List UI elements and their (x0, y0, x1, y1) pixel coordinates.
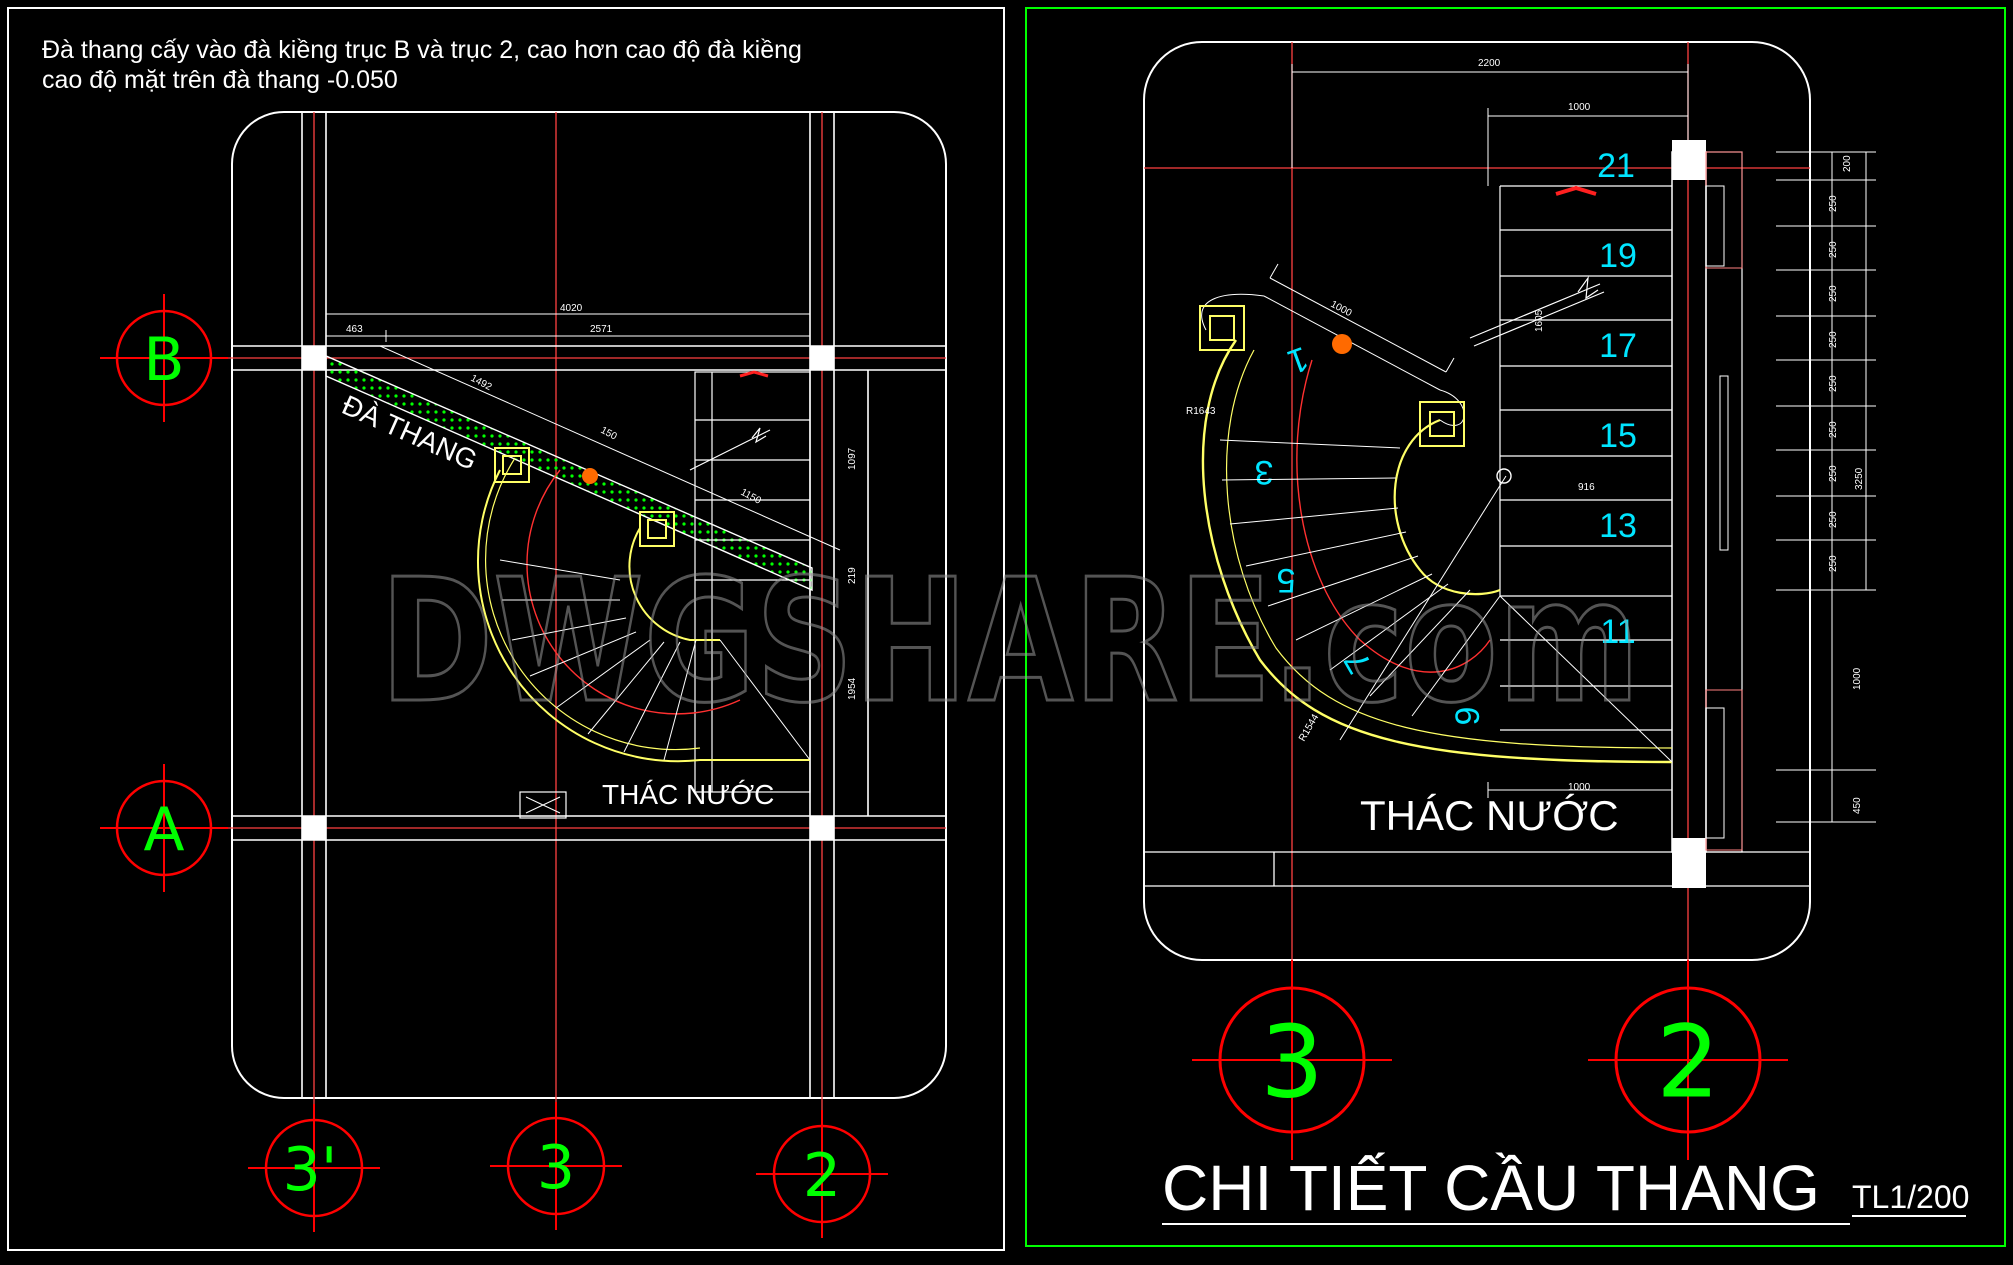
dim-463: 463 (346, 324, 363, 335)
right-dim-1000-top: 1000 (1568, 102, 1591, 113)
svg-text:250: 250 (1828, 465, 1839, 482)
step-11: 11 (1600, 613, 1635, 651)
drawing-title: CHI TIẾT CẦU THANG (1162, 1152, 1820, 1224)
right-dim-1000-bottom: 1000 (1568, 782, 1591, 793)
left-building-outline (231, 111, 947, 1099)
dim-2571: 2571 (590, 324, 613, 335)
dim-1150: 1150 (739, 487, 764, 507)
note-line-1: Đà thang cấy vào đà kiềng trục B và trục… (42, 36, 802, 64)
svg-text:250: 250 (1828, 511, 1839, 528)
left-sheet-frame (7, 7, 1005, 1251)
step-21: 21 (1597, 147, 1635, 185)
step-13: 13 (1599, 507, 1637, 545)
note-line-2: cao độ mặt trên đà thang -0.050 (42, 66, 398, 94)
left-waterfall-label: THÁC NƯỚC (602, 779, 774, 810)
step-15: 15 (1599, 417, 1637, 455)
step-1: 1 (1283, 339, 1314, 381)
right-wall (1671, 140, 1743, 888)
left-post-2 (639, 511, 675, 547)
svg-text:3': 3' (283, 1135, 338, 1205)
right-spiral-center (1496, 468, 1512, 484)
right-waterfall-label: THÁC NƯỚC (1360, 792, 1619, 839)
axis-bubble-b: B (100, 294, 228, 422)
svg-text:3: 3 (537, 1133, 575, 1203)
left-post-1 (494, 447, 530, 483)
step-3: 3 (1255, 453, 1274, 491)
axis-bubble-3prime: 3' (248, 1104, 380, 1232)
svg-text:250: 250 (1828, 421, 1839, 438)
axis-bubble-3-right: 3 (1192, 960, 1392, 1160)
right-building-outline (1143, 41, 1811, 961)
svg-text:250: 250 (1828, 285, 1839, 302)
drawing-scale: TL1/200 (1852, 1179, 1969, 1215)
dim-1097: 1097 (847, 447, 858, 470)
svg-text:B: B (143, 325, 184, 395)
right-dim-1605: 1605 (1534, 309, 1545, 332)
stair-beam-dim-line (379, 345, 841, 551)
dim-150: 150 (599, 425, 619, 443)
left-columns (302, 346, 834, 840)
right-post-2 (1419, 401, 1465, 447)
left-spiral-stair (476, 457, 811, 763)
left-beams (232, 112, 946, 1098)
svg-text:250: 250 (1828, 375, 1839, 392)
left-center-marker (582, 468, 598, 484)
right-center-marker (1332, 334, 1352, 354)
right-sheet-frame (1025, 7, 2006, 1247)
svg-text:250: 250 (1828, 195, 1839, 212)
dim-1492: 1492 (469, 373, 494, 393)
axis-bubble-3-left: 3 (490, 1102, 622, 1230)
svg-text:250: 250 (1828, 555, 1839, 572)
svg-text:A: A (143, 795, 184, 865)
svg-text:450: 450 (1852, 797, 1863, 814)
right-up-arrow (1555, 185, 1597, 196)
left-up-arrow (739, 370, 769, 378)
step-17: 17 (1599, 327, 1637, 365)
watermark: DWGSHARE.com (380, 543, 1640, 741)
dim-4020: 4020 (560, 303, 583, 314)
dim-219: 219 (847, 567, 858, 584)
axis-bubble-2-right: 2 (1588, 960, 1788, 1160)
right-spiral-stair (1201, 263, 1673, 764)
step-5: 5 (1277, 561, 1296, 599)
right-post-1 (1199, 305, 1245, 351)
right-dim-r1643: R1643 (1186, 406, 1216, 417)
svg-text:250: 250 (1828, 331, 1839, 348)
right-dimension-chain (1776, 151, 1876, 823)
svg-text:1000: 1000 (1852, 667, 1863, 690)
stair-beam-hatch (325, 354, 813, 592)
right-straight-flight (1469, 185, 1672, 731)
axis-bubble-a: A (100, 764, 228, 892)
right-dim-3250: 3250 (1854, 467, 1865, 490)
axis-bubble-2-left: 2 (756, 1110, 888, 1238)
svg-text:250: 250 (1828, 241, 1839, 258)
left-dimension-top (325, 306, 811, 344)
svg-text:2: 2 (1656, 1004, 1720, 1121)
step-19: 19 (1599, 237, 1637, 275)
waterfall-box (519, 791, 567, 819)
right-dim-916: 916 (1578, 482, 1595, 493)
right-dim-200: 200 (1842, 155, 1853, 172)
svg-text:2: 2 (803, 1141, 841, 1211)
dim-1954: 1954 (847, 677, 858, 700)
right-dim-2200: 2200 (1478, 58, 1501, 69)
right-dimension-top (1291, 64, 1689, 798)
svg-text:3: 3 (1260, 1004, 1324, 1121)
step-9: 9 (1449, 707, 1487, 726)
